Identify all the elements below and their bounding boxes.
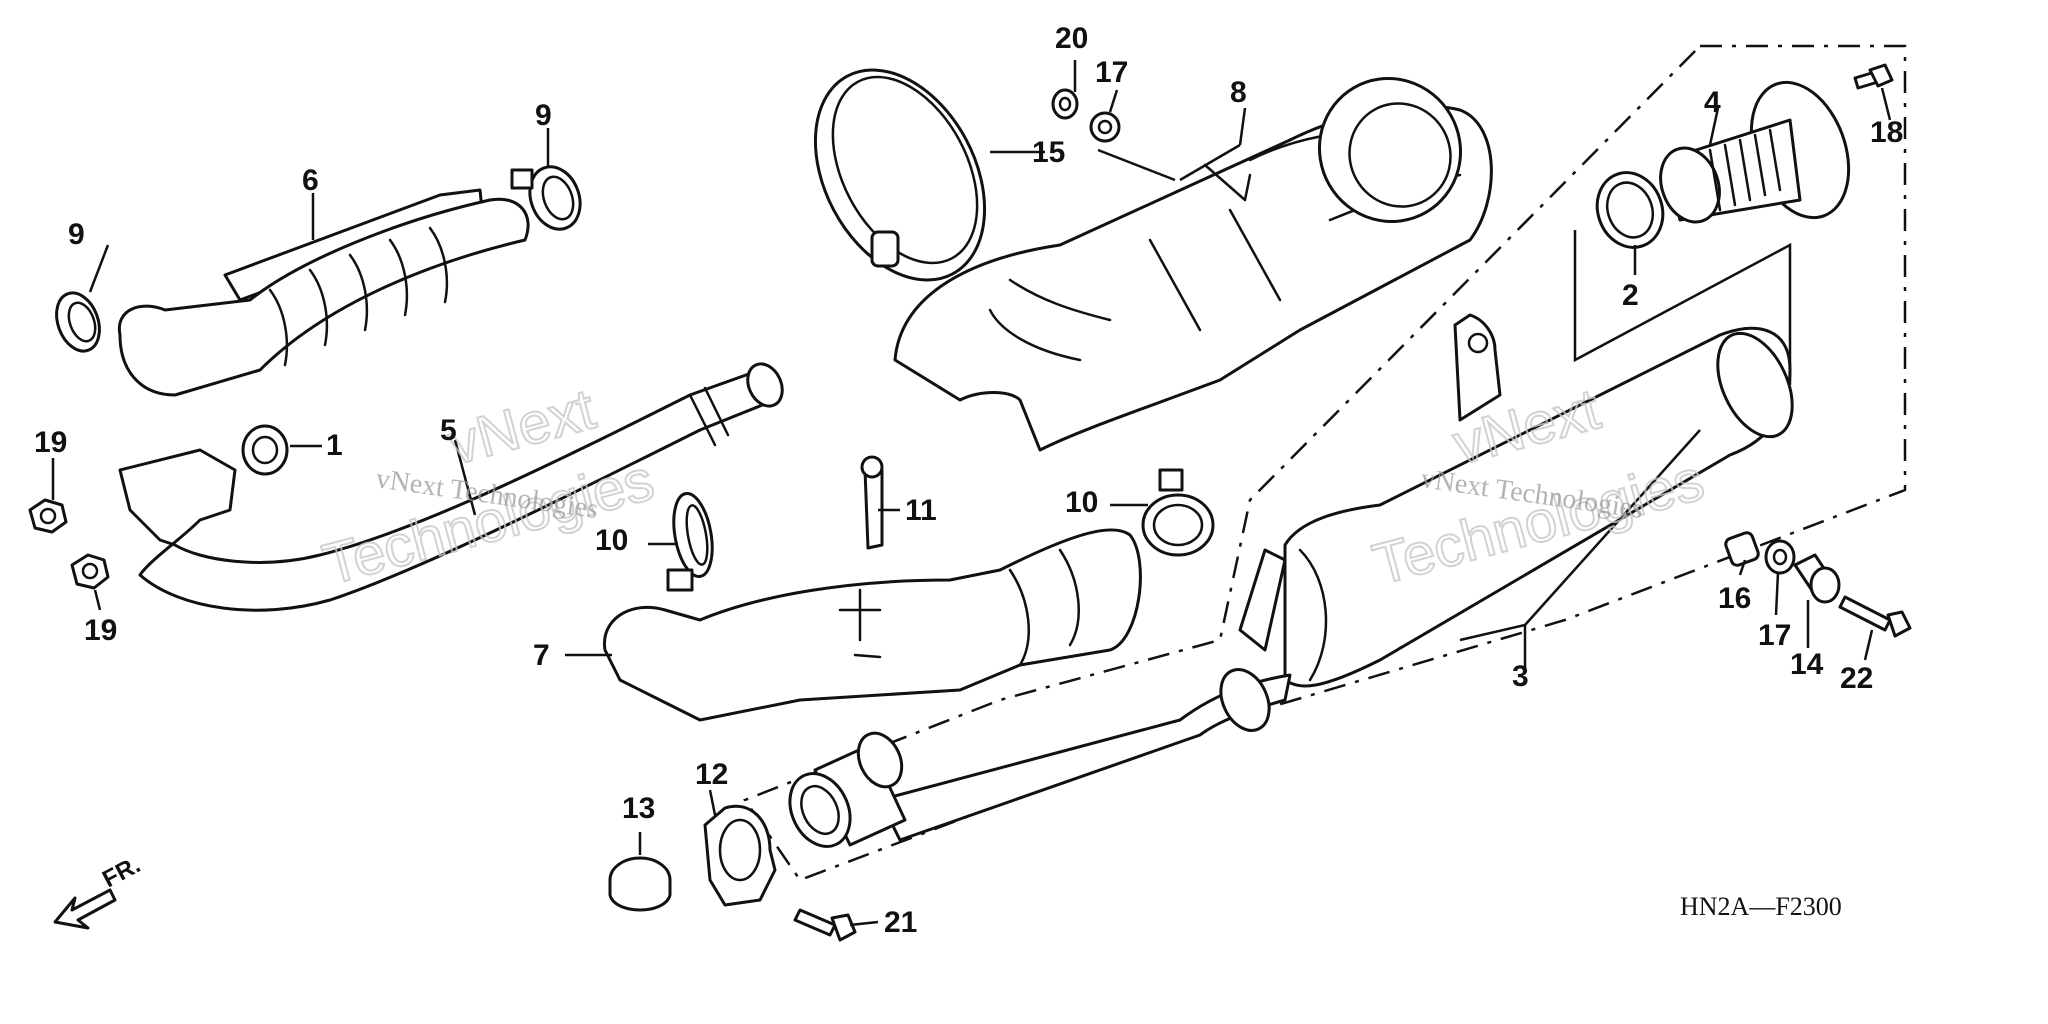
callout-10-left: 10 bbox=[595, 524, 628, 557]
nut-19-top[interactable] bbox=[28, 498, 68, 534]
clamp-12[interactable] bbox=[703, 804, 777, 907]
watermark-left: vNext Technologies vNext Technologies bbox=[316, 375, 662, 598]
callout-17-right: 17 bbox=[1758, 619, 1791, 652]
diagram-code: HN2A—F2300 bbox=[1680, 892, 1842, 921]
direction-label: FR. bbox=[98, 851, 145, 893]
callout-labels: 9 9 6 1 5 19 19 10 10 7 11 15 20 17 8 4 … bbox=[34, 22, 1903, 939]
stay-11[interactable] bbox=[860, 455, 884, 550]
gasket-1[interactable] bbox=[241, 424, 289, 476]
callout-11: 11 bbox=[905, 494, 937, 527]
muffler-protector-8[interactable] bbox=[893, 53, 1493, 452]
callout-19-bottom: 19 bbox=[84, 614, 117, 647]
washer-17-right[interactable] bbox=[1764, 539, 1796, 575]
callout-3: 3 bbox=[1512, 660, 1529, 693]
leader-lines bbox=[51, 60, 1892, 927]
callout-1: 1 bbox=[326, 429, 343, 462]
packing-13[interactable] bbox=[608, 856, 672, 912]
callout-7: 7 bbox=[533, 639, 550, 672]
callout-9-left: 9 bbox=[68, 218, 85, 251]
bolt-22[interactable] bbox=[1838, 595, 1912, 638]
exhaust-band-15[interactable] bbox=[781, 41, 1019, 309]
callout-4: 4 bbox=[1704, 86, 1721, 119]
washer-20[interactable] bbox=[1051, 88, 1079, 120]
callout-16: 16 bbox=[1718, 582, 1751, 615]
callout-19-top: 19 bbox=[34, 426, 67, 459]
callout-9-right: 9 bbox=[535, 99, 552, 132]
callout-14: 14 bbox=[1790, 648, 1824, 681]
exhaust-pipe-protector-6[interactable] bbox=[117, 188, 530, 397]
callout-21: 21 bbox=[884, 906, 917, 939]
front-direction-arrow-icon: FR. bbox=[53, 851, 145, 930]
spark-arrester-4[interactable] bbox=[1651, 69, 1867, 231]
callout-8: 8 bbox=[1230, 76, 1247, 109]
collar-14[interactable] bbox=[1793, 553, 1841, 604]
pipe-clamp-10-right[interactable] bbox=[1141, 468, 1215, 557]
exhaust-pipe-5[interactable] bbox=[118, 358, 789, 612]
gasket-2[interactable] bbox=[1587, 163, 1673, 256]
nut-19-bottom[interactable] bbox=[70, 553, 110, 590]
collar-16[interactable] bbox=[1724, 531, 1760, 567]
svg-text:Technologies: Technologies bbox=[317, 447, 661, 597]
callout-5: 5 bbox=[440, 414, 457, 447]
washer-17-top[interactable] bbox=[1089, 111, 1121, 143]
callout-13: 13 bbox=[622, 792, 655, 825]
exhaust-pipe-protector-7[interactable] bbox=[602, 528, 1142, 722]
callout-18: 18 bbox=[1870, 116, 1903, 149]
muffler-3[interactable] bbox=[779, 313, 1808, 856]
callout-6: 6 bbox=[302, 164, 319, 197]
bolt-18[interactable] bbox=[1853, 63, 1894, 90]
callout-12: 12 bbox=[695, 758, 728, 791]
bolt-21[interactable] bbox=[793, 908, 857, 942]
pipe-clamp-10-left[interactable] bbox=[666, 491, 718, 592]
callout-10-right: 10 bbox=[1065, 486, 1098, 519]
pipe-clamp-9-right[interactable] bbox=[510, 160, 588, 237]
subassembly-bracket bbox=[1573, 230, 1792, 385]
pipe-clamp-9-left[interactable] bbox=[49, 287, 107, 357]
callout-2: 2 bbox=[1622, 279, 1639, 312]
callout-22: 22 bbox=[1840, 662, 1873, 695]
callout-17-top: 17 bbox=[1095, 56, 1128, 89]
callout-15: 15 bbox=[1032, 136, 1065, 169]
callout-20: 20 bbox=[1055, 22, 1088, 55]
